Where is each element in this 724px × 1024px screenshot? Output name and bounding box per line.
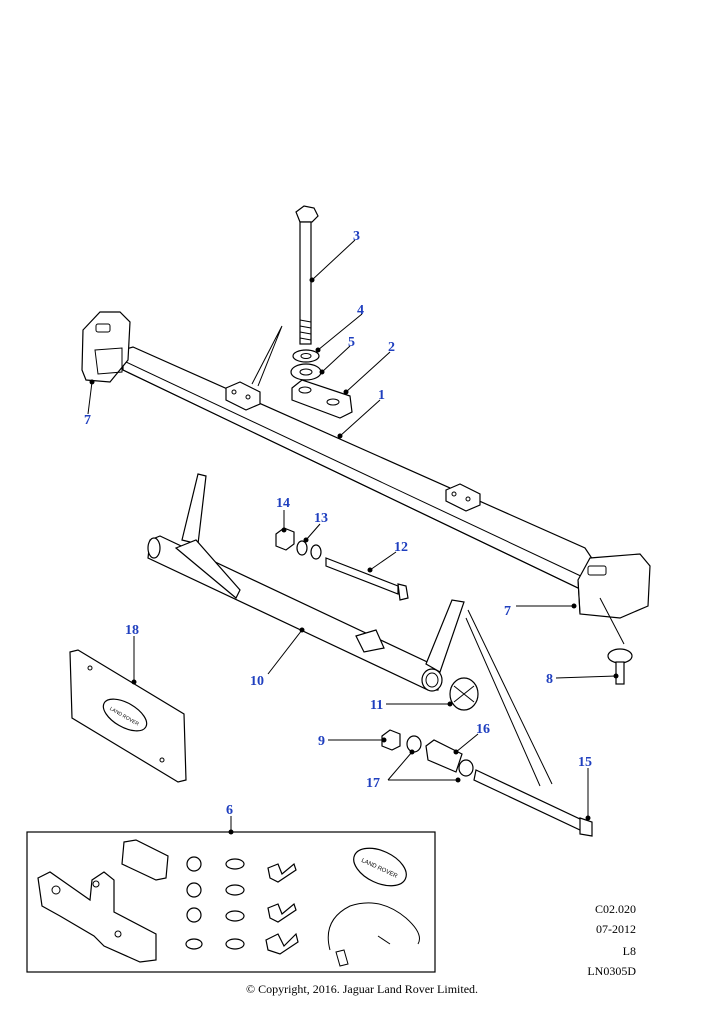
washers-13 xyxy=(296,540,322,560)
callout-2: 2 xyxy=(388,340,395,355)
right-end-cap xyxy=(577,553,651,619)
left-end-cap xyxy=(81,311,131,383)
diagram-date: 07-2012 xyxy=(596,922,636,936)
callout-17: 17 xyxy=(366,776,380,791)
callout-12: 12 xyxy=(394,540,408,555)
bolt-8 xyxy=(607,648,633,685)
callout-7-right: 7 xyxy=(504,604,511,619)
diagram-model: L8 xyxy=(622,944,636,958)
fixing-kit-6 xyxy=(26,831,436,973)
callout-10: 10 xyxy=(250,674,264,689)
bolt-3 xyxy=(295,205,319,345)
washer-4 xyxy=(292,349,320,363)
washer-17a xyxy=(406,735,422,753)
callout-6: 6 xyxy=(226,803,233,818)
callout-1: 1 xyxy=(378,388,385,403)
washer-17b xyxy=(458,759,474,777)
diagram-code: LN0305D xyxy=(587,964,636,978)
callout-16: 16 xyxy=(476,722,490,737)
callout-3: 3 xyxy=(353,229,360,244)
callout-8: 8 xyxy=(546,672,553,687)
bolt-12 xyxy=(325,557,409,601)
copyright-text: © Copyright, 2016. Jaguar Land Rover Lim… xyxy=(245,982,479,996)
diagram-ref: C02.020 xyxy=(594,902,636,916)
callout-7-left: 7 xyxy=(84,413,91,428)
callout-5: 5 xyxy=(348,335,355,350)
callout-4: 4 xyxy=(357,303,364,318)
callout-13: 13 xyxy=(314,511,328,526)
clamp-plate-2 xyxy=(291,379,353,419)
nut-9 xyxy=(381,729,401,751)
towbar-tube xyxy=(147,473,465,692)
end-plug-11 xyxy=(449,677,479,711)
callout-labels: 1 2 3 4 5 6 7 7 8 9 10 11 12 13 14 15 16… xyxy=(84,229,592,818)
callout-11: 11 xyxy=(370,698,383,713)
callout-15: 15 xyxy=(578,755,592,770)
callout-14: 14 xyxy=(276,496,290,511)
callout-9: 9 xyxy=(318,734,325,749)
crossmember xyxy=(122,346,594,589)
number-plate-18 xyxy=(69,649,187,783)
washer-5 xyxy=(290,363,322,381)
bolt-15 xyxy=(473,769,593,837)
spacer-16 xyxy=(425,739,463,773)
callout-18: 18 xyxy=(125,623,139,638)
leader-lines xyxy=(87,239,619,835)
